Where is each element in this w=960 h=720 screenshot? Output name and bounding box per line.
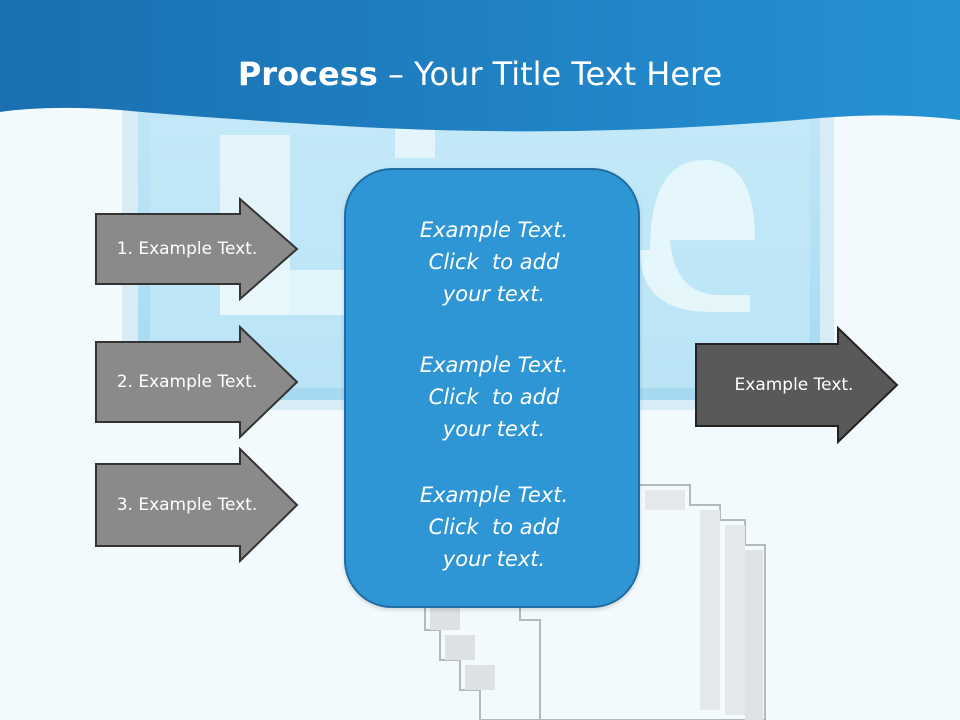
center-line: Example Text. <box>419 483 569 507</box>
center-line: Example Text. <box>419 218 569 242</box>
left-arrow-label: 3. Example Text. <box>116 495 258 515</box>
center-line: Click to add <box>428 385 560 409</box>
center-line: Click to add <box>428 250 560 274</box>
header-wave <box>0 0 960 132</box>
right-arrow-label: Example Text. <box>734 375 854 395</box>
left-arrow-label: 1. Example Text. <box>116 239 258 259</box>
center-line: your text. <box>442 417 546 441</box>
title-rest: Your Title Text Here <box>414 55 723 93</box>
center-line: Example Text. <box>419 353 569 377</box>
center-text-box[interactable]: Example Text. Click to add your text. Ex… <box>344 168 640 608</box>
left-arrow-label: 2. Example Text. <box>116 372 258 392</box>
title-separator: – <box>377 55 415 93</box>
center-line: your text. <box>442 547 546 571</box>
center-text-block-2[interactable]: Example Text. Click to add your text. <box>346 349 642 445</box>
center-line: your text. <box>442 282 546 306</box>
arrow-shape <box>695 326 899 444</box>
arrow-shape <box>95 197 299 301</box>
center-line: Click to add <box>428 515 560 539</box>
right-arrow[interactable]: Example Text. <box>694 326 900 444</box>
title-bold: Process <box>237 55 378 93</box>
left-arrow-3[interactable]: 3. Example Text. <box>94 447 300 563</box>
center-text-block-3[interactable]: Example Text. Click to add your text. <box>346 479 642 575</box>
arrow-shape <box>95 447 299 563</box>
center-text-block-1[interactable]: Example Text. Click to add your text. <box>346 214 642 310</box>
left-arrow-2[interactable]: 2. Example Text. <box>94 325 300 439</box>
slide-title: Process – Your Title Text Here <box>0 52 960 96</box>
arrow-shape <box>95 325 299 439</box>
left-arrow-1[interactable]: 1. Example Text. <box>94 197 300 301</box>
